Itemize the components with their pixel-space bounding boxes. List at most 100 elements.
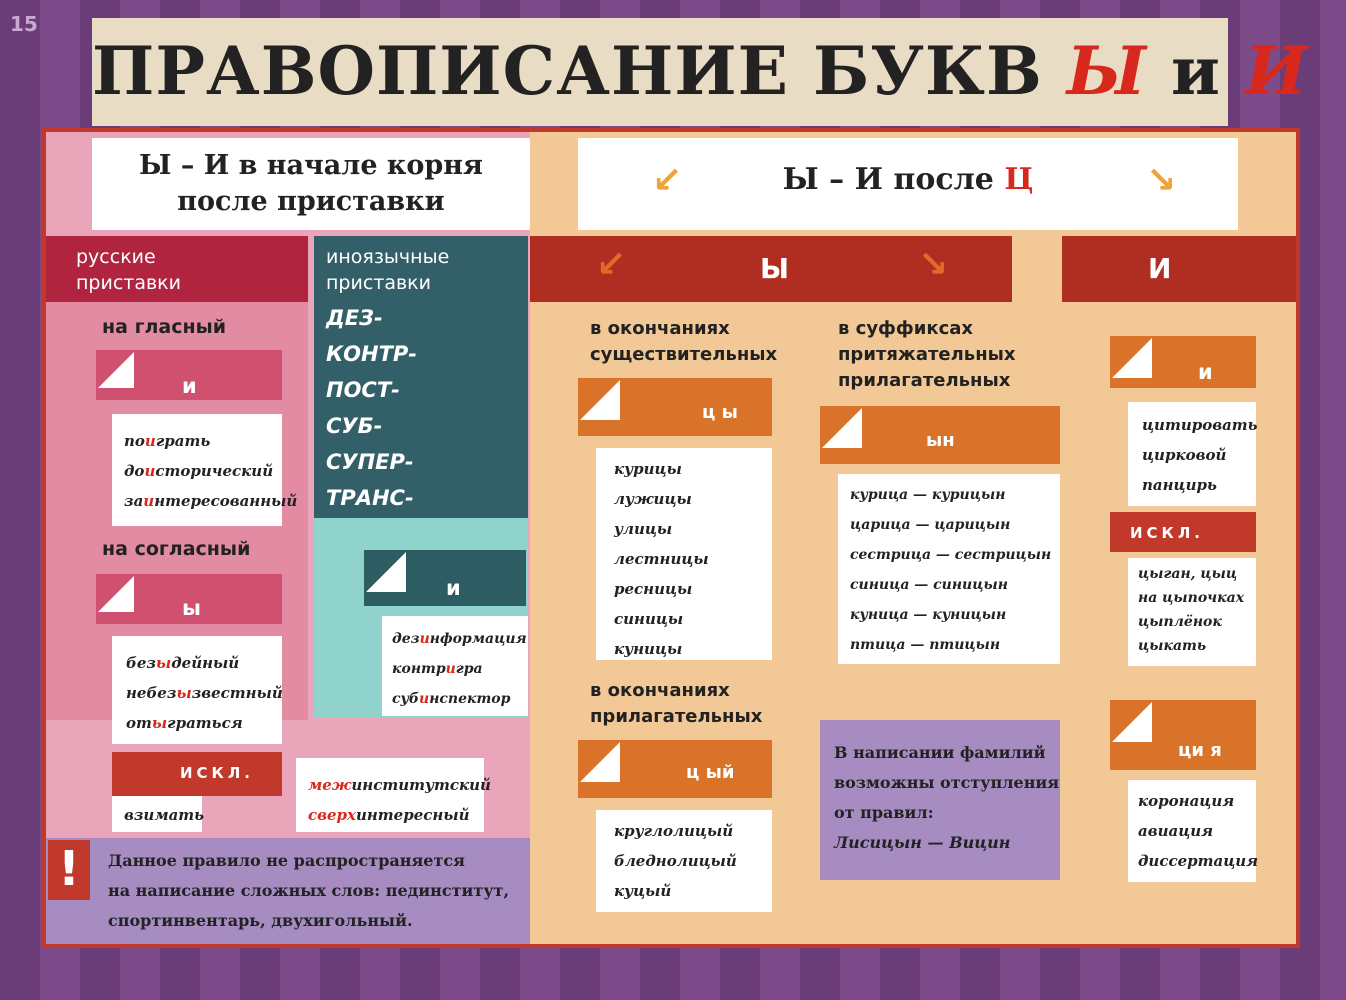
surname-note-3: от правил: xyxy=(834,803,934,822)
consonant-letter: ы xyxy=(182,596,201,620)
letter-band xyxy=(530,236,1296,302)
noun-endings-header-1: в окончаниях xyxy=(590,318,730,339)
list-item: бледнолицый xyxy=(614,852,737,870)
adj-scheme: ц ый xyxy=(686,762,735,783)
possessive-words: курица — курицын царица — царицын сестри… xyxy=(850,480,1051,660)
corner-triangle-icon xyxy=(98,576,134,612)
foreign-words-card xyxy=(382,616,528,716)
list-item: ресницы xyxy=(614,580,693,598)
surname-example: Лисицын — Вицин xyxy=(834,833,1011,852)
list-item: небезызвестный xyxy=(126,684,283,702)
list-item: контригра xyxy=(392,661,483,677)
band-letter-i: И xyxy=(1148,252,1172,285)
list-item: субинспектор xyxy=(392,691,511,707)
title-letter-y: Ы xyxy=(1066,32,1148,110)
i-exception-words: цыган, цыц на цыпочках цыплёнок цыкать xyxy=(1138,562,1244,658)
russian-prefix-label-1: русские xyxy=(76,246,156,268)
list-item: заинтересованный xyxy=(124,492,298,510)
list-item: ДЕЗ- xyxy=(326,306,383,330)
list-item: ТРАНС- xyxy=(326,486,414,510)
corner-triangle-icon xyxy=(580,742,620,782)
list-item: поиграть xyxy=(124,432,211,450)
right-header: Ы – И после Ц xyxy=(578,162,1238,197)
arrow-down-right-icon: ↘ xyxy=(918,244,949,285)
left-header: Ы – И в начале корня после приставки xyxy=(92,148,530,220)
possessive-words-card xyxy=(838,474,1060,664)
list-item: доисторический xyxy=(124,462,274,480)
corner-triangle-icon xyxy=(366,552,406,592)
page-title: ПРАВОПИСАНИЕ БУКВ Ы и И xyxy=(92,32,1307,110)
title-main: ПРАВОПИСАНИЕ БУКВ xyxy=(92,32,1067,110)
list-item: лестницы xyxy=(614,550,709,568)
adj-endings-header-2: прилагательных xyxy=(590,706,763,727)
exclamation-icon: ! xyxy=(48,840,90,900)
exception-label: ИСКЛ. xyxy=(180,764,254,782)
left-header-box xyxy=(92,138,530,230)
list-item: курица — курицын xyxy=(850,487,1006,503)
vowel-words: поиграть доисторический заинтересованный xyxy=(124,426,297,516)
arrow-down-left-icon: ↙ xyxy=(596,244,627,285)
noun-scheme: ц ы xyxy=(702,402,738,423)
warning-box xyxy=(46,838,530,944)
ya-scheme: ци я xyxy=(1178,740,1222,761)
corner-triangle-icon xyxy=(822,408,862,448)
corner-triangle-icon xyxy=(98,352,134,388)
i-words-card xyxy=(1128,402,1256,506)
adj-endings-header-1: в окончаниях xyxy=(590,680,730,701)
title-letter-i: И xyxy=(1244,32,1309,110)
arrow-down-right-icon: ↘ xyxy=(1146,160,1177,201)
russian-prefix-label: русские приставки xyxy=(76,244,181,296)
noun-words: курицы лужицы улицы лестницы ресницы син… xyxy=(614,454,709,664)
list-item: куницы xyxy=(614,640,683,658)
adj-words: круглолицый бледнолицый куцый xyxy=(614,816,737,906)
foreign-letter: и xyxy=(446,576,461,600)
warning-line-3: спортинвентарь, двухигольный. xyxy=(108,911,413,930)
list-item: диссертация xyxy=(1138,852,1259,870)
list-item: синицы xyxy=(614,610,684,628)
title-band xyxy=(92,18,1228,126)
i-exception-band xyxy=(1110,512,1256,552)
warning-text: Данное правило не распространяется на на… xyxy=(108,846,524,936)
adj-words-card xyxy=(596,810,772,912)
right-header-c: Ц xyxy=(1004,162,1034,197)
left-header-line1: Ы – И в начале корня xyxy=(138,150,484,181)
list-item: ПОСТ- xyxy=(326,378,400,402)
i-exception-card xyxy=(1128,558,1256,666)
arrow-down-left-icon: ↙ xyxy=(652,160,683,201)
adj-endings-header: в окончаниях прилагательных xyxy=(590,678,762,730)
list-item: дезинформация xyxy=(392,631,527,647)
noun-words-card xyxy=(596,448,772,660)
noun-endings-header: в окончаниях существительных xyxy=(590,316,777,368)
i-exception-label: ИСКЛ. xyxy=(1130,524,1204,542)
i-letter: и xyxy=(1198,360,1213,384)
vowel-letter: и xyxy=(182,374,197,398)
foreign-prefix-label: иноязычные приставки xyxy=(326,244,449,296)
foreign-prefix-label-1: иноязычные xyxy=(326,246,450,268)
list-item: птица — птицын xyxy=(850,637,1001,653)
list-item: панцирь xyxy=(1142,476,1217,494)
list-item: отыграться xyxy=(126,714,243,732)
consonant-words: безыдейный небезызвестный отыграться xyxy=(126,648,283,738)
warning-line-1: Данное правило не распространяется xyxy=(108,851,465,870)
list-item: царица — царицын xyxy=(850,517,1011,533)
ya-words-card xyxy=(1128,780,1256,882)
list-item: КОНТР- xyxy=(326,342,418,366)
exception-word: взимать xyxy=(124,806,205,824)
list-item: сестрица — сестрицын xyxy=(850,547,1052,563)
list-item: цыкать xyxy=(1138,638,1207,654)
surname-note-2: возможны отступления xyxy=(834,773,1060,792)
exception-band xyxy=(112,752,282,796)
band-gap xyxy=(1012,236,1062,302)
warning-line-2: на написание сложных слов: пединститут, xyxy=(108,881,510,900)
exception-card xyxy=(112,796,202,832)
list-item: цыган, цыц xyxy=(1138,566,1238,582)
list-item: цирковой xyxy=(1142,446,1227,464)
list-item: куница — куницын xyxy=(850,607,1007,623)
list-item: лужицы xyxy=(614,490,692,508)
corner-triangle-icon xyxy=(1112,702,1152,742)
extra-words-card xyxy=(296,758,484,832)
russian-prefix-label-2: приставки xyxy=(76,272,182,294)
surname-note: В написании фамилий возможны отступления… xyxy=(834,738,1059,858)
list-item: безыдейный xyxy=(126,654,240,672)
foreign-prefix-list: ДЕЗ- КОНТР- ПОСТ- СУБ- СУПЕР- ТРАНС- xyxy=(326,300,417,516)
